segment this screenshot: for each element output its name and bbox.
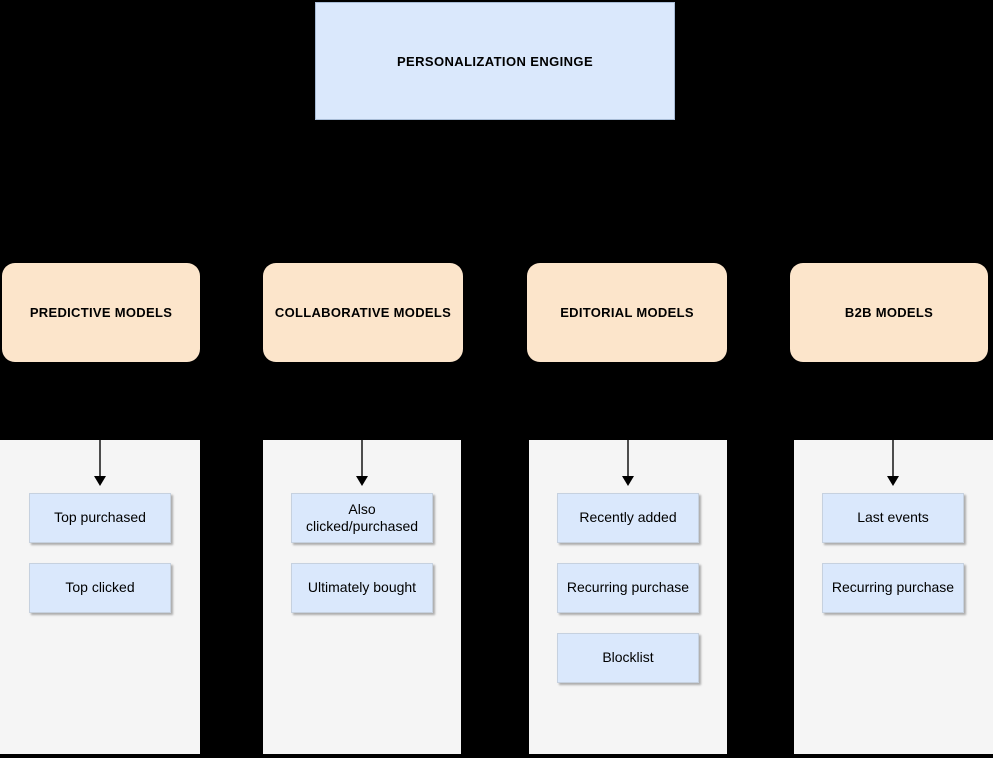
node-label: Recurring purchase xyxy=(566,579,690,596)
node-label: Top clicked xyxy=(65,579,135,596)
node-ultimately-bought: Ultimately bought xyxy=(291,563,433,613)
node-top-clicked: Top clicked xyxy=(29,563,171,613)
arrowhead-icon xyxy=(622,476,634,486)
node-personalization-engine: PERSONALIZATION ENGINGE xyxy=(315,2,675,120)
node-label: Recently added xyxy=(579,509,677,526)
connector-line xyxy=(99,440,101,477)
node-recurring-purchase-editorial: Recurring purchase xyxy=(557,563,699,613)
node-blocklist: Blocklist xyxy=(557,633,699,683)
node-label: PREDICTIVE MODELS xyxy=(29,305,173,320)
node-label: Blocklist xyxy=(602,649,654,666)
node-b2b-models: B2B MODELS xyxy=(790,263,988,362)
node-top-purchased: Top purchased xyxy=(29,493,171,543)
node-label: EDITORIAL MODELS xyxy=(560,305,694,320)
connector-line xyxy=(361,440,363,477)
node-last-events: Last events xyxy=(822,493,964,543)
node-label: Last events xyxy=(857,509,929,526)
node-collaborative-models: COLLABORATIVE MODELS xyxy=(263,263,463,362)
arrowhead-icon xyxy=(94,476,106,486)
node-recurring-purchase-b2b: Recurring purchase xyxy=(822,563,964,613)
node-label: Also clicked/purchased xyxy=(305,500,419,535)
node-label: PERSONALIZATION ENGINGE xyxy=(396,53,594,69)
node-also-clicked-purchased: Also clicked/purchased xyxy=(291,493,433,543)
node-label: Ultimately bought xyxy=(307,579,417,596)
node-predictive-models: PREDICTIVE MODELS xyxy=(2,263,200,362)
connector-line xyxy=(627,440,629,477)
node-label: B2B MODELS xyxy=(844,305,934,320)
node-recently-added: Recently added xyxy=(557,493,699,543)
node-editorial-models: EDITORIAL MODELS xyxy=(527,263,727,362)
node-label: Top purchased xyxy=(54,509,146,526)
node-label: COLLABORATIVE MODELS xyxy=(274,305,452,320)
connector-line xyxy=(892,440,894,477)
arrowhead-icon xyxy=(887,476,899,486)
node-label: Recurring purchase xyxy=(831,579,955,596)
arrowhead-icon xyxy=(356,476,368,486)
